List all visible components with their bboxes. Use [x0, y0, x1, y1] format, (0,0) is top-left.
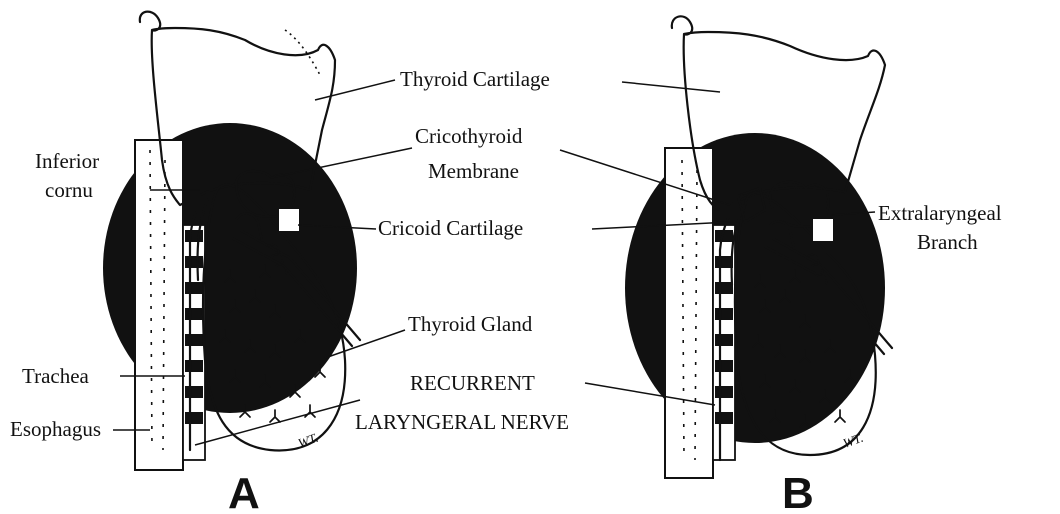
- label-cricothyroid-line1: Cricothyroid: [415, 124, 523, 148]
- label-thyroid-cartilage: Thyroid Cartilage: [400, 67, 550, 91]
- label-esophagus: Esophagus: [10, 417, 101, 441]
- label-cricoid-cartilage: Cricoid Cartilage: [378, 216, 523, 240]
- label-extralaryngeal-line2: Branch: [917, 230, 978, 254]
- label-inferior-line2: cornu: [45, 178, 93, 202]
- label-laryngeal-nerve: LARYNGERAL NERVE: [355, 410, 569, 434]
- label-inferior-line1: Inferior: [35, 149, 99, 173]
- label-cricothyroid-line2: Membrane: [428, 159, 519, 183]
- panel-label-a: A: [228, 469, 260, 514]
- label-recurrent: RECURRENT: [410, 371, 535, 395]
- panel-a-illustration: WT.: [103, 12, 360, 470]
- label-thyroid-gland: Thyroid Gland: [408, 312, 533, 336]
- panel-b-illustration: WT.: [625, 16, 892, 478]
- label-trachea: Trachea: [22, 364, 90, 388]
- panel-b-artist-mark: WT.: [841, 430, 865, 451]
- label-extralaryngeal-line1: Extralaryngeal: [878, 201, 1002, 225]
- panel-a-trachea-rings: [183, 225, 205, 460]
- panel-a-artist-mark: WT.: [296, 430, 320, 451]
- panel-label-b: B: [782, 469, 814, 514]
